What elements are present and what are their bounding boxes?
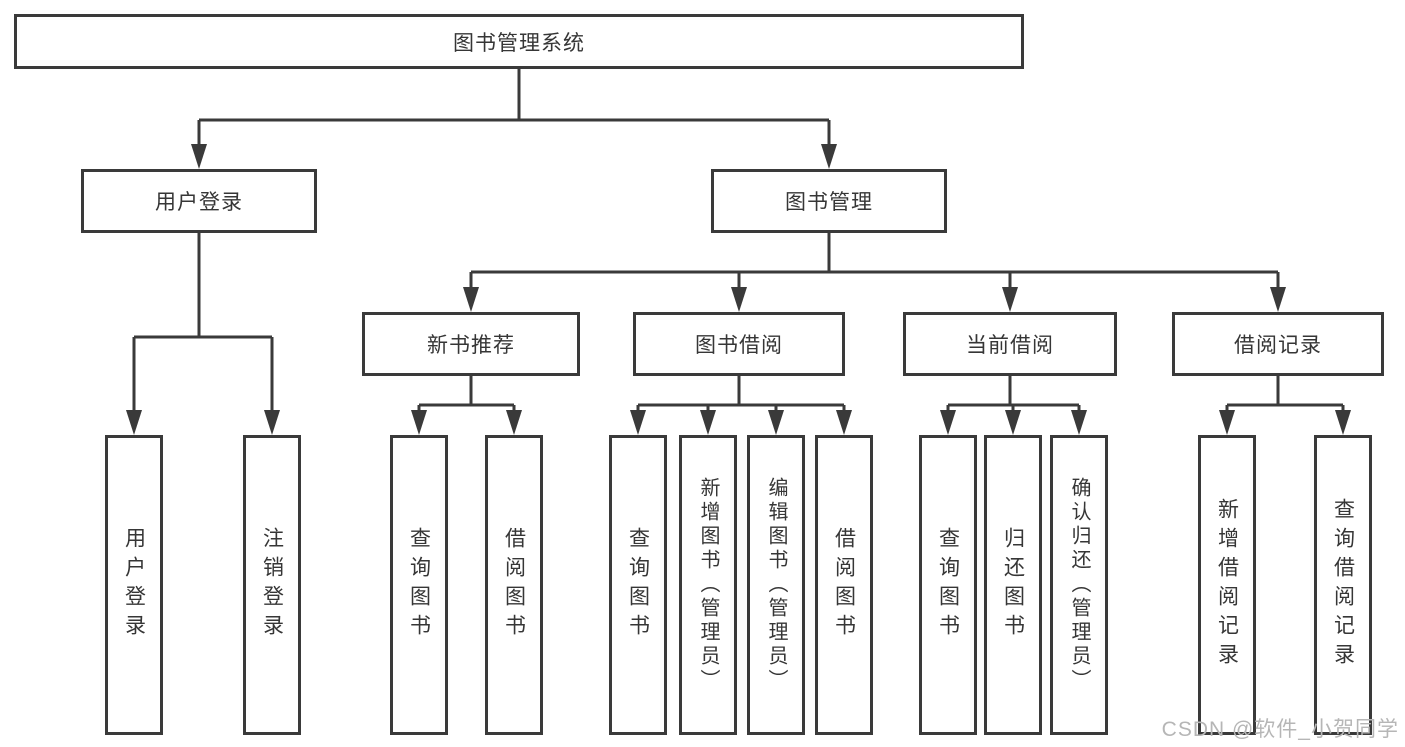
node-label: 借阅记录 xyxy=(1234,334,1322,357)
node-label: 当前借阅 xyxy=(966,334,1054,357)
node-label: 图书借阅 xyxy=(695,334,783,357)
node-current-borrow: 当前借阅 xyxy=(903,312,1117,376)
leaf-return-books: 归还图书 xyxy=(984,435,1042,735)
node-library-system: 图书管理系统 xyxy=(14,14,1024,69)
node-label: 借阅图书 xyxy=(832,527,856,643)
node-label: 新书推荐 xyxy=(427,334,515,357)
node-label: 归还图书 xyxy=(1001,527,1025,643)
node-user-login: 用户登录 xyxy=(81,169,317,233)
node-label: 注销登录 xyxy=(260,527,284,643)
node-label: 图书管理 xyxy=(785,191,873,214)
leaf-add-books-admin: 新增图书（管理员） xyxy=(679,435,737,735)
leaf-confirm-return-admin: 确认归还（管理员） xyxy=(1050,435,1108,735)
leaf-user-login: 用户登录 xyxy=(105,435,163,735)
node-label: 查询图书 xyxy=(936,527,960,643)
node-label: 新增借阅记录 xyxy=(1215,498,1239,672)
node-label: 查询图书 xyxy=(626,527,650,643)
node-label: 用户登录 xyxy=(122,527,146,643)
node-borrow-records: 借阅记录 xyxy=(1172,312,1384,376)
node-label: 借阅图书 xyxy=(502,527,526,643)
leaf-logout-login: 注销登录 xyxy=(243,435,301,735)
leaf-borrow-books-recommend: 借阅图书 xyxy=(485,435,543,735)
node-label: 确认归还（管理员） xyxy=(1068,477,1090,693)
node-label: 用户登录 xyxy=(155,191,243,214)
node-label: 新增图书（管理员） xyxy=(697,477,719,693)
csdn-watermark: CSDN @软件_小贺同学 xyxy=(1161,718,1399,741)
leaf-borrow-books: 借阅图书 xyxy=(815,435,873,735)
leaf-query-books-recommend: 查询图书 xyxy=(390,435,448,735)
leaf-query-borrow-record: 查询借阅记录 xyxy=(1314,435,1372,735)
node-book-borrow: 图书借阅 xyxy=(633,312,845,376)
node-new-book-recommend: 新书推荐 xyxy=(362,312,580,376)
node-label: 编辑图书（管理员） xyxy=(765,477,787,693)
leaf-edit-books-admin: 编辑图书（管理员） xyxy=(747,435,805,735)
leaf-query-books-borrow: 查询图书 xyxy=(609,435,667,735)
node-label: 查询图书 xyxy=(407,527,431,643)
leaf-query-books-current: 查询图书 xyxy=(919,435,977,735)
node-label: 图书管理系统 xyxy=(453,31,585,55)
leaf-add-borrow-record: 新增借阅记录 xyxy=(1198,435,1256,735)
node-book-management: 图书管理 xyxy=(711,169,947,233)
node-label: 查询借阅记录 xyxy=(1331,498,1355,672)
